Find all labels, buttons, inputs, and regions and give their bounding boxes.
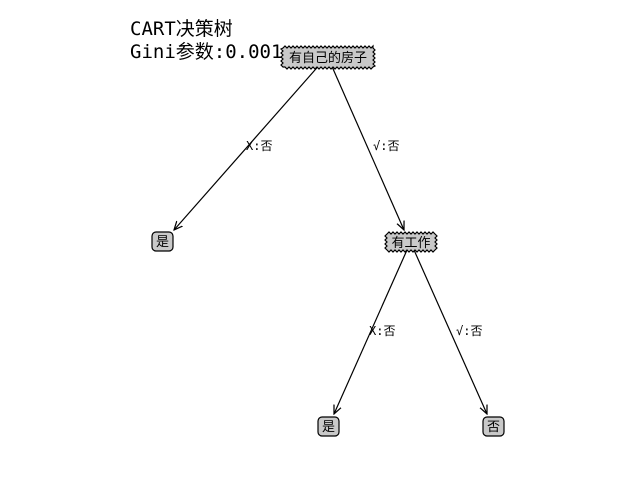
leaf-node-work-right-label: 否 [487, 420, 500, 435]
edge-root-to-work [329, 61, 404, 230]
leaf-node-work-left-label: 是 [322, 420, 335, 435]
edge-label-root-right: √:否 [373, 139, 399, 153]
edge-label-work-left: X:否 [369, 324, 395, 338]
leaf-node-root-left: 是 [151, 231, 174, 252]
edge-root-to-left-leaf [174, 61, 323, 230]
leaf-node-root-left-label: 是 [156, 235, 169, 250]
leaf-node-work-left: 是 [317, 416, 340, 437]
chart-title-line1: CART决策树 [130, 18, 233, 40]
decision-node-root: 有自己的房子 [279, 44, 377, 70]
decision-node-root-label: 有自己的房子 [289, 50, 367, 66]
edge-label-root-left: X:否 [246, 139, 272, 153]
leaf-node-work-right: 否 [482, 416, 505, 437]
decision-node-work: 有工作 [384, 231, 438, 253]
edge-work-to-right-leaf [413, 249, 487, 414]
edge-label-work-right: √:否 [456, 324, 482, 338]
edge-work-to-left-leaf [334, 249, 408, 414]
chart-title-line2: Gini参数:0.001 [130, 41, 282, 63]
decision-node-work-label: 有工作 [391, 236, 430, 251]
